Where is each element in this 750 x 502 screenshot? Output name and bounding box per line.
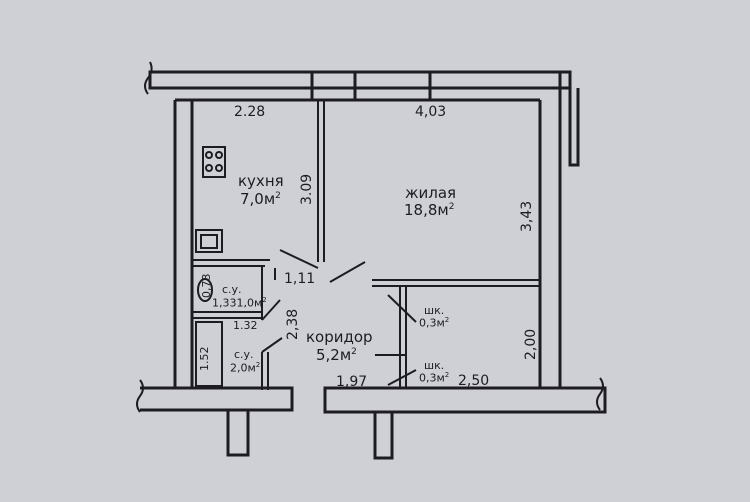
door-closet1: [387, 294, 417, 323]
door-kitchen: [279, 249, 319, 269]
living-area: 18,8м2: [404, 201, 455, 219]
dim-kitchen-width: 2.28: [234, 104, 266, 120]
bathtub-icon: [195, 321, 223, 387]
outer-wall-left: [173, 100, 194, 388]
dim-passage: 1,11: [284, 271, 316, 287]
dim-corridor-diag: 2,38: [285, 308, 301, 340]
outer-wall-top: [148, 70, 572, 90]
dim-corridor-bottom: 1,97: [336, 374, 368, 390]
bath-name: с.у.: [234, 348, 254, 361]
wc-area: 1,331,0м2: [212, 296, 267, 310]
stub-bottom-left: [226, 410, 250, 457]
toilet-icon: [197, 278, 213, 302]
door-bath: [261, 337, 283, 353]
outer-wall-bottom: [140, 386, 607, 414]
dim-living-height: 3,43: [519, 200, 535, 232]
door-wc: [261, 299, 281, 321]
door-living: [329, 261, 366, 283]
sink-icon: [195, 229, 223, 253]
stove-icon: [202, 146, 226, 178]
closet-wall: [399, 286, 407, 388]
dim-wc-small: 0,73: [200, 273, 213, 299]
closet1-name: шк.: [424, 304, 445, 317]
wc-bath-partition: [192, 311, 262, 319]
living-name: жилая: [405, 184, 457, 202]
dim-living-width: 4,03: [415, 104, 447, 120]
dim-right-lower: 2,00: [523, 328, 539, 360]
dim-wc-width: 1.32: [233, 319, 258, 332]
window-top-center: [310, 72, 357, 100]
closet1-area: 0,3м2: [419, 316, 450, 330]
outer-wall-right: [538, 72, 580, 388]
partition-kitchen-living: [317, 100, 325, 262]
wc-name: с.у.: [222, 283, 242, 296]
kitchen-name: кухня: [238, 172, 284, 190]
bath-wall-right: [261, 352, 269, 390]
door-closet2: [387, 369, 417, 386]
stub-bottom-right: [373, 412, 394, 460]
dim-bath-height: 1.52: [198, 346, 211, 372]
corridor-name: коридор: [306, 328, 373, 346]
kitchen-area: 7,0м2: [240, 190, 281, 208]
dim-closet-bottom: 2,50: [458, 373, 490, 389]
break-marks: [136, 61, 604, 413]
living-bottom-wall: [372, 279, 540, 287]
bath-area: 2,0м2: [230, 361, 261, 375]
closet2-name: шк.: [424, 359, 445, 372]
kitchen-bottom-wall: [192, 259, 270, 267]
corridor-area: 5,2м2: [316, 346, 357, 364]
dim-kitchen-height: 3.09: [299, 173, 315, 205]
closet2-area: 0,3м2: [419, 371, 450, 385]
